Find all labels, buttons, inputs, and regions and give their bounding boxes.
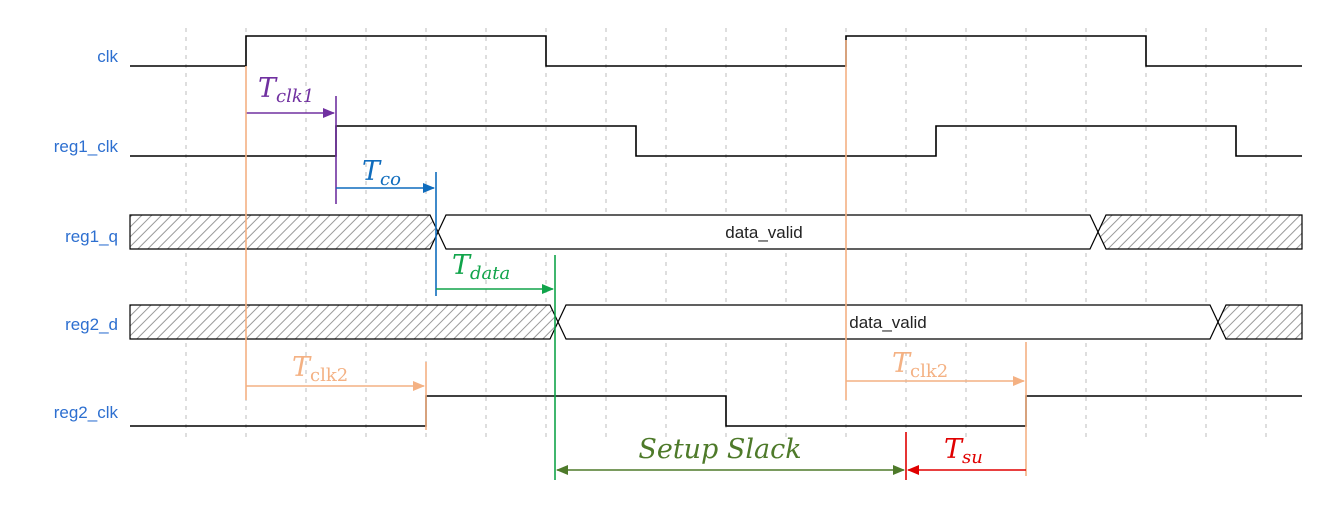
reg1-q-bus: data_valid	[129, 214, 1303, 250]
tclk1-sub: clk1	[276, 86, 314, 107]
tclk2-right-sub: clk2	[910, 361, 948, 382]
tclk2-left-sub: clk2	[310, 365, 348, 386]
tco-sub: co	[380, 169, 401, 190]
tclk2-right-main: T	[892, 348, 912, 379]
reg2-d-bus-value: data_valid	[849, 313, 927, 332]
tclk2-left-annotation: Tclk2	[245, 66, 427, 430]
tdata-sub: data	[470, 263, 510, 284]
tclk1-main: T	[258, 73, 278, 104]
tclk2-left-main: T	[292, 352, 312, 383]
svg-text:Tclk2: Tclk2	[892, 348, 948, 382]
svg-text:Tclk2: Tclk2	[292, 352, 348, 386]
signal-label-reg2-clk: reg2_clk	[54, 403, 119, 422]
setup-slack-label: Setup Slack	[638, 434, 801, 465]
svg-text:Tco: Tco	[362, 156, 401, 190]
tsu-sub: su	[962, 447, 983, 468]
tsu-main: T	[944, 434, 964, 465]
svg-text:Tdata: Tdata	[452, 250, 510, 284]
tclk2-right-annotation: Tclk2	[845, 40, 1027, 476]
svg-text:Tsu: Tsu	[944, 434, 983, 468]
reg1-q-bus-value: data_valid	[725, 223, 803, 242]
tco-annotation: Tco	[336, 156, 437, 296]
signal-label-reg1-q: reg1_q	[65, 227, 118, 246]
signal-label-clk: clk	[97, 47, 118, 66]
signal-label-reg1-clk: reg1_clk	[54, 137, 119, 156]
tdata-main: T	[452, 250, 472, 281]
grid-lines	[185, 28, 1267, 440]
svg-text:Tclk1: Tclk1	[258, 73, 314, 107]
tsu-annotation: Tsu	[905, 432, 1026, 480]
tco-main: T	[362, 156, 382, 187]
setup-slack-annotation: Setup Slack	[556, 434, 905, 475]
reg2-d-bus: data_valid	[129, 304, 1303, 340]
tdata-annotation: Tdata	[436, 250, 556, 480]
clk-waveform	[130, 35, 1302, 67]
tclk1-annotation: Tclk1	[246, 73, 337, 204]
signal-label-reg2-d: reg2_d	[65, 315, 118, 334]
